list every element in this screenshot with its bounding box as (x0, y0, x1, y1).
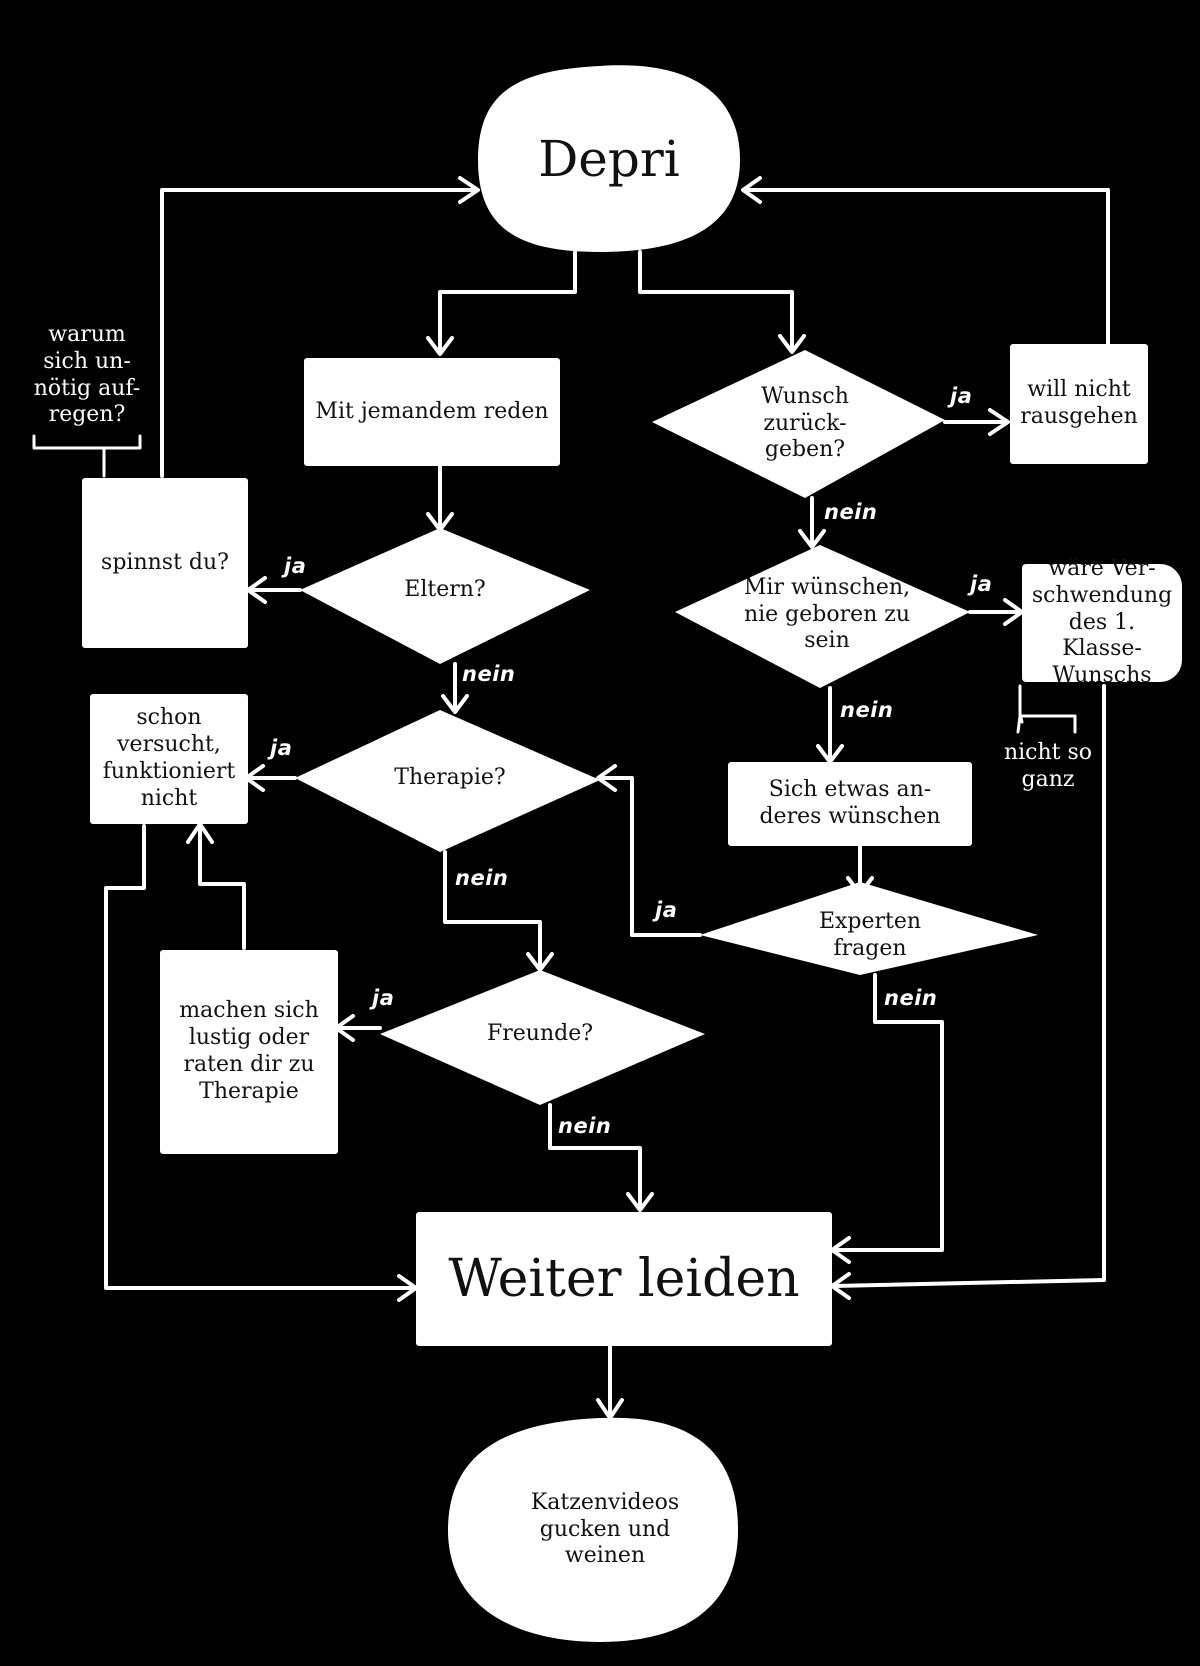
mir-wuenschen-label: Mir wünschen, nie geboren zu sein (743, 574, 911, 654)
will-nicht-rausgehen-label: will nicht rausgehen (1020, 377, 1138, 429)
label-ja-mir: ja (970, 572, 993, 596)
arrow-eltern-therapie (441, 694, 469, 714)
label-nein-freunde: nein (558, 1114, 612, 1138)
edge-experten-weiter (832, 973, 944, 1252)
warum-note-text: warum sich un-nötig auf-regen? (33, 322, 141, 428)
edge-therapie-freunde (443, 850, 542, 970)
wunsch-zurueckgeben-node: Wunsch zurück-geben? (722, 376, 888, 472)
nicht-so-ganz-bracket-left (1016, 714, 1022, 734)
spinnst-du-node: spinnst du? (82, 478, 248, 648)
experten-fragen-node: Experten fragen (780, 906, 960, 966)
label-ja-wunsch: ja (950, 384, 973, 408)
eltern-label: Eltern? (404, 576, 486, 602)
wunsch-diamond-shape (652, 350, 945, 498)
depri-label: Depri (538, 130, 680, 188)
edge-depri-wunsch (638, 250, 794, 352)
arrow-depri-reden (426, 336, 454, 356)
edge-verschwendung-weiter (832, 684, 1106, 1288)
katzenvideos-node: Katzenvideos gucken und weinen (490, 1470, 720, 1590)
experten-fragen-label: Experten fragen (818, 909, 922, 961)
arrow-verschwendung-weiter (830, 1272, 851, 1300)
freunde-diamond-shape (380, 970, 705, 1105)
mit-jemandem-reden-label: Mit jemandem reden (315, 398, 549, 424)
arrow-experten-weiter (830, 1236, 851, 1264)
warum-bracket (32, 434, 142, 450)
label-ja-experten: ja (655, 898, 678, 922)
nicht-so-ganz-bracket (1018, 684, 1024, 724)
arrow-freunde-weiter (626, 1192, 654, 1212)
arrow-therapie-freunde (526, 952, 554, 972)
arrow-experten-therapie (596, 764, 617, 792)
freunde-label: Freunde? (486, 1020, 594, 1046)
schon-versucht-label: schon versucht, funktioniert nicht (102, 705, 236, 811)
spinnst-du-label: spinnst du? (101, 549, 229, 575)
schon-versucht-node: schon versucht, funktioniert nicht (90, 694, 248, 824)
label-nein-eltern: nein (462, 662, 516, 686)
arrow-spinnst-depri (458, 176, 480, 204)
label-nein-mir: nein (840, 698, 894, 722)
weiter-leiden-node: Weiter leiden (416, 1212, 832, 1346)
machen-sich-lustig-node: machen sich lustig oder raten dir zu The… (160, 950, 338, 1154)
sich-etwas-anderes-label: Sich etwas an-deres wünschen (759, 777, 941, 829)
depri-node-shape (478, 65, 740, 253)
label-nein-wunsch: nein (824, 500, 878, 524)
arrow-rausgehen-depri (741, 176, 762, 204)
nicht-so-ganz-note-text: nicht so ganz (1003, 740, 1093, 792)
eltern-diamond-shape (300, 528, 590, 664)
katzenvideos-label: Katzenvideos gucken und weinen (530, 1489, 680, 1569)
arrow-anderes-experten (846, 876, 874, 896)
label-ja-eltern: ja (284, 554, 307, 578)
arrow-wunsch-mir (798, 529, 826, 549)
mir-wuenschen-node: Mir wünschen, nie geboren zu sein (722, 574, 932, 656)
experten-diamond-shape (700, 882, 1038, 975)
arrow-depri-wunsch (778, 334, 806, 354)
arrow-lustig-versucht (186, 822, 214, 844)
nicht-so-ganz-bracket-bar (1018, 714, 1077, 734)
label-nein-therapie: nein (455, 866, 509, 890)
mit-jemandem-reden-node: Mit jemandem reden (304, 358, 560, 466)
waere-verschwendung-label: wäre Ver-schwendung des 1. Klasse-Wunsch… (1031, 555, 1173, 689)
sich-etwas-anderes-node: Sich etwas an-deres wünschen (728, 762, 972, 846)
label-ja-therapie: ja (270, 736, 293, 760)
edge-lustig-versucht (198, 824, 246, 950)
edge-depri-reden (438, 250, 577, 354)
edge-rausgehen-depri (743, 188, 1110, 346)
arrow-reden-eltern (426, 512, 454, 532)
weiter-leiden-label: Weiter leiden (448, 1249, 800, 1309)
edge-versucht-weiter (104, 824, 416, 1290)
nicht-so-ganz-note: nicht so ganz (996, 740, 1100, 794)
wunsch-zurueckgeben-label: Wunsch zurück-geben? (761, 383, 849, 463)
arrow-eltern-spinnst (246, 576, 267, 604)
freunde-node: Freunde? (455, 1010, 625, 1058)
label-nein-experten: nein (884, 986, 938, 1010)
therapie-node: Therapie? (365, 754, 535, 802)
mir-wuenschen-diamond-shape (675, 545, 970, 688)
label-ja-freunde: ja (372, 986, 395, 1010)
edge-freunde-weiter (548, 1103, 642, 1210)
katzenvideos-node-shape (448, 1417, 738, 1642)
edge-experten-therapie (598, 776, 702, 937)
therapie-diamond-shape (295, 710, 600, 852)
arrow-wunsch-rausgehen (988, 408, 1010, 436)
machen-sich-lustig-label: machen sich lustig oder raten dir zu The… (179, 998, 319, 1104)
eltern-node: Eltern? (360, 566, 530, 614)
waere-verschwendung-node: wäre Ver-schwendung des 1. Klasse-Wunsch… (1022, 556, 1182, 688)
therapie-label: Therapie? (394, 764, 506, 790)
arrow-weiter-katzen (596, 1398, 624, 1420)
will-nicht-rausgehen-node: will nicht rausgehen (1010, 344, 1148, 464)
depri-node: Depri (478, 66, 740, 252)
edge-spinnst-depri (160, 188, 478, 478)
warum-note: warum sich un-nötig auf-regen? (28, 322, 146, 429)
